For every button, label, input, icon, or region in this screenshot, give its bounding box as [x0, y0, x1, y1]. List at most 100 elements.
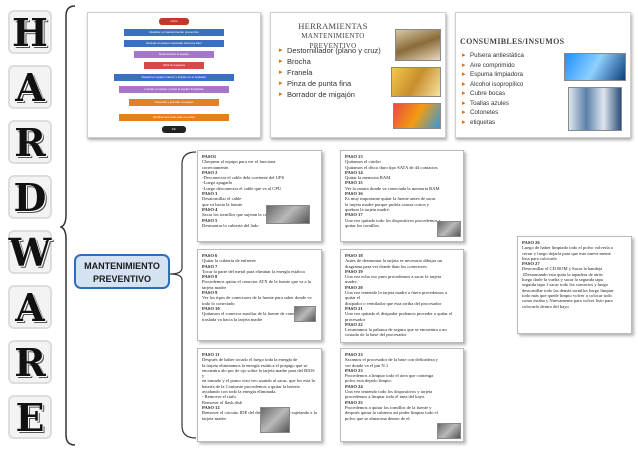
consumable-item: etiquetas — [462, 118, 554, 128]
step-line: disipador o ventilador que esta arriba d… — [345, 300, 442, 306]
step-line: cerrar y luego dejarla para que este nue… — [522, 250, 611, 256]
flow-step: Conectar y prender el equipo — [129, 99, 219, 106]
step-line: Quitamos el conector auxiliar de la fuen… — [202, 311, 314, 317]
fan-photo — [437, 423, 461, 439]
step-line: Antes de desmontar la tarjeta es necesar… — [345, 258, 442, 264]
step-line: Quitamos el disco duro tipo SATA de 44 c… — [345, 164, 438, 170]
connector-photo — [294, 306, 316, 322]
step-line: tarjeta madre — [202, 415, 227, 421]
step-line: Desatornillar el cable — [202, 196, 242, 202]
step-heading: PASO 13 — [345, 154, 363, 159]
step-line: Ver la ranura donde va conectada la memo… — [345, 185, 440, 191]
maintenance-label: MANTENIMIENTO PREVENTIVO — [74, 254, 170, 289]
step-line: Quitar la memoria RAM. — [345, 175, 392, 181]
flow-step: Abrir la maquina — [144, 62, 204, 69]
step-line: encuentra alo por de ojo sobre la tarjet… — [202, 367, 315, 379]
title-letter: A — [8, 65, 52, 110]
flow-step: Fin — [162, 126, 186, 133]
step-line: todo lo conectado — [202, 300, 235, 306]
consumables-title: CONSUMIBLES/INSUMOS — [460, 37, 565, 46]
step-line: quitar el — [345, 295, 361, 301]
title-letter: W — [8, 229, 52, 275]
step-line: Una vez quitado el disipador podemos pro… — [345, 311, 453, 317]
step-heading: PASO 19 — [345, 268, 363, 274]
motherboard-photo — [260, 407, 290, 433]
consumable-item: Toallas azules — [462, 99, 554, 109]
step-line: que va hacia la fuente — [202, 201, 243, 207]
flowchart-slide: Inicio Realizar el mantenimiento prevent… — [87, 12, 261, 138]
step-heading: PASO 17 — [345, 212, 363, 218]
step-line: Una vez echo eso puro procedemos a sacar… — [345, 274, 442, 280]
consumable-item: Pulsera antiestática — [462, 51, 554, 61]
step-line: -Desconectar el cable dela corriente del… — [202, 175, 285, 181]
step-heading: PASO 9 — [202, 290, 218, 296]
wristband-photo — [564, 53, 626, 81]
step-line: seguida tapa 1 sacar todo los contactos … — [522, 282, 608, 288]
step-line: Luego de haber limpiado todo el polvo vo… — [522, 245, 613, 251]
step-line: ver donde va el pin N.1 — [345, 362, 389, 368]
step-line: Procedemos quitar el conector ATX de la … — [202, 279, 312, 285]
step-line: -Luego apagarlo — [202, 180, 233, 186]
step-line: Chequear el equipo para ver el funciona — [202, 159, 276, 165]
tools-title: HERRAMIENTAS — [298, 21, 368, 31]
step-line: traslada va hacia la tarjeta madre — [202, 316, 263, 322]
flow-step: Desarmar equipo interior y limpiar en el… — [114, 74, 234, 81]
step-heading: PASO 23 — [345, 367, 363, 373]
step-heading: PASO 18 — [345, 253, 363, 258]
step-line: tarjeta madre — [202, 284, 227, 290]
step-line: Destornillar el CD ROM y Sacar la bandej… — [522, 266, 603, 272]
tool-item: Brocha — [279, 56, 391, 67]
step-heading: PASO 11 — [202, 352, 220, 357]
step-heading: PASO 14 — [345, 169, 363, 175]
step-heading: PASO 24 — [345, 383, 363, 389]
step-line: la tarjeta eliminamos la energía estátic… — [202, 362, 308, 368]
step-heading: PASO 5 — [202, 217, 218, 223]
step-line: -Luego desconectar el cable que va al CP… — [202, 185, 282, 191]
step-line: - Remover el riafo. — [202, 394, 237, 400]
step-heading: PASO 3 — [202, 191, 218, 197]
consumables-slide: CONSUMIBLES/INSUMOS Pulsera antiestática… — [455, 12, 631, 138]
step-line: polvo que se almacena dentro de el. — [345, 415, 411, 421]
flow-step: Limpiar el equipo y lavar el equipo limp… — [119, 86, 229, 93]
title-letter: R — [8, 340, 52, 385]
step-line: Sacamos el procesador de la base con del… — [345, 357, 439, 363]
ram-photo — [437, 221, 461, 237]
step-line: Una vez teniendo la tarjeta madre a fuer… — [345, 290, 448, 296]
title-letter: R — [8, 120, 52, 165]
flow-step: Desconectar el equipo — [134, 51, 214, 58]
hardware-title-column: H A R D W A R E — [2, 4, 60, 450]
step-line: colocarlo dentro del kayo — [522, 303, 569, 309]
flow-step: Revisar el equipo reportado funcione bie… — [124, 40, 224, 47]
step-line: Ver los tipos de conectores de la fuente… — [202, 295, 312, 301]
consumable-item: Cubre bocas — [462, 89, 554, 99]
step-line: Una vez quitado todo los dispositivos pr… — [345, 217, 441, 223]
consumable-item: Aire comprimido — [462, 61, 554, 71]
steps-text: PASO 23 Sacamos el procesador de la base … — [345, 352, 459, 421]
screwdriver-photo — [391, 67, 441, 97]
step-heading: PASO 6 — [202, 253, 218, 258]
main-brace — [60, 5, 76, 446]
step-heading: PASO 20 — [345, 284, 363, 290]
tool-item: Pinza de punta fina — [279, 78, 391, 89]
branch-brace — [169, 151, 197, 439]
step-heading: PASO 2 — [202, 169, 218, 175]
brush-photo — [395, 29, 441, 61]
step-line: todo más que quede limpio volver a coloc… — [522, 292, 612, 298]
step-line: Sacar los tornillos que sujetan la cubie… — [202, 212, 295, 218]
step-heading: PASO 4 — [202, 206, 218, 212]
consumable-item: Cotonetes — [462, 108, 554, 118]
step-line: ayudando con todo la energía eliminada. — [202, 389, 277, 395]
tool-item: Borrador de migajón — [279, 89, 391, 100]
step-line: Tocar la parte del metal para eliminar l… — [202, 268, 305, 274]
step-line: Remover el circuito IDE del disco duro q… — [202, 410, 317, 416]
step-heading: PASO1 — [202, 154, 217, 159]
title-letter: A — [8, 285, 52, 330]
step-line: Después de haber tocado el fuego toda la… — [202, 357, 298, 363]
step-line: después quitar la cubierta así poder lim… — [345, 410, 438, 416]
